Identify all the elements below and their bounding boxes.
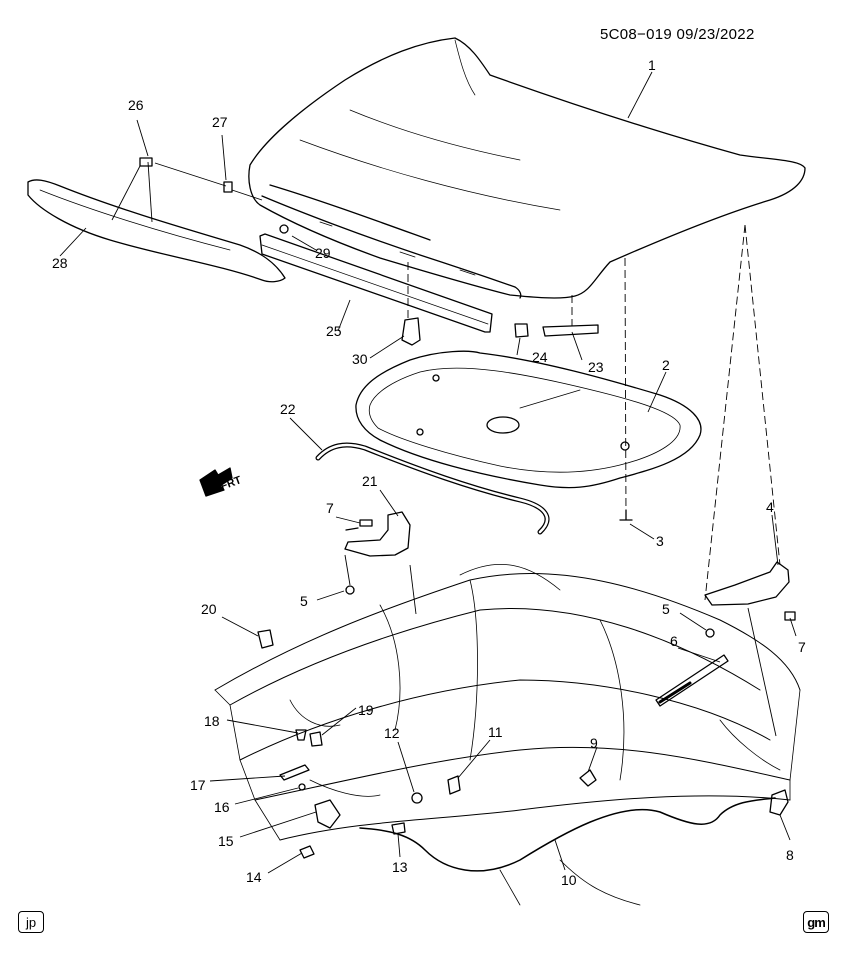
hood-hinge-right (704, 561, 790, 606)
callout-3: 3 (656, 533, 664, 549)
callout-9: 9 (590, 735, 598, 751)
callout-11: 11 (488, 724, 503, 740)
hood-release-cable (359, 797, 776, 872)
callout-12: 12 (384, 725, 400, 741)
latch-bolt (299, 845, 315, 859)
latch-support-bracket (279, 764, 310, 781)
callout-19: 19 (358, 702, 374, 718)
callout-2: 2 (662, 357, 670, 373)
hinge-nut-right (705, 628, 715, 638)
callout-10: 10 (561, 872, 577, 888)
hood-release-handle (769, 789, 789, 816)
callout-30: 30 (352, 351, 368, 367)
hood-stop-bumper (447, 775, 461, 795)
callout-17: 17 (190, 777, 206, 793)
callout-5b: 5 (662, 601, 670, 617)
hood-insulator (355, 350, 702, 489)
hinge-bolt-right (784, 611, 796, 621)
callout-labels: 1 2 3 4 5 5 6 7 7 8 9 10 11 12 13 14 15 … (52, 57, 806, 888)
callout-29: 29 (315, 245, 331, 261)
callout-21: 21 (362, 473, 378, 489)
hood-rear-seal (542, 324, 599, 337)
hood-primary-latch (314, 799, 341, 829)
bracket-bumper (309, 731, 323, 747)
callout-5a: 5 (300, 593, 308, 609)
callout-28: 28 (52, 255, 68, 271)
hood-bumper (514, 323, 529, 338)
callout-13: 13 (392, 859, 408, 875)
support-nut (298, 783, 306, 791)
hood-front-seal-strip (259, 233, 493, 333)
hood-lift-strut (655, 654, 729, 707)
hood-front-trim-panel (27, 179, 286, 283)
trim-panel-fastener (223, 181, 233, 193)
callout-22: 22 (280, 401, 296, 417)
locale-badge: jp (18, 911, 44, 933)
cable-retainer-clip (579, 769, 597, 787)
hood-hinge-left (344, 511, 411, 557)
front-direction-arrow (199, 467, 233, 497)
callout-7b: 7 (798, 639, 806, 655)
callout-26: 26 (128, 97, 144, 113)
callout-23: 23 (588, 359, 604, 375)
leader-lines (59, 71, 797, 874)
seal-retainer (279, 224, 289, 234)
hood-weatherstrip (315, 442, 550, 535)
callout-20: 20 (201, 601, 217, 617)
trim-panel-clip (139, 157, 153, 167)
hinge-nut-left (345, 585, 355, 595)
hood-rear-bumper (257, 629, 274, 649)
cable-clip (391, 822, 406, 835)
callout-25: 25 (326, 323, 342, 339)
callout-14: 14 (246, 869, 262, 885)
callout-18: 18 (204, 713, 220, 729)
callout-16: 16 (214, 799, 230, 815)
bracket-bolt (295, 729, 307, 741)
hinge-bolt-left (345, 519, 373, 531)
callout-15: 15 (218, 833, 234, 849)
callout-8: 8 (786, 847, 794, 863)
callout-7a: 7 (326, 500, 334, 516)
vehicle-front-body-structure (214, 563, 801, 906)
callout-24: 24 (532, 349, 548, 365)
diagram-code: 5C08−019 09/23/2022 (600, 26, 755, 43)
callout-1: 1 (648, 57, 656, 73)
callout-4: 4 (766, 499, 774, 515)
hood-latch-striker (401, 317, 421, 346)
callout-27: 27 (212, 114, 228, 130)
hood-panel (248, 37, 806, 299)
hood-nut (411, 792, 423, 804)
callout-6: 6 (670, 633, 678, 649)
brand-logo-badge: gm (803, 911, 829, 933)
